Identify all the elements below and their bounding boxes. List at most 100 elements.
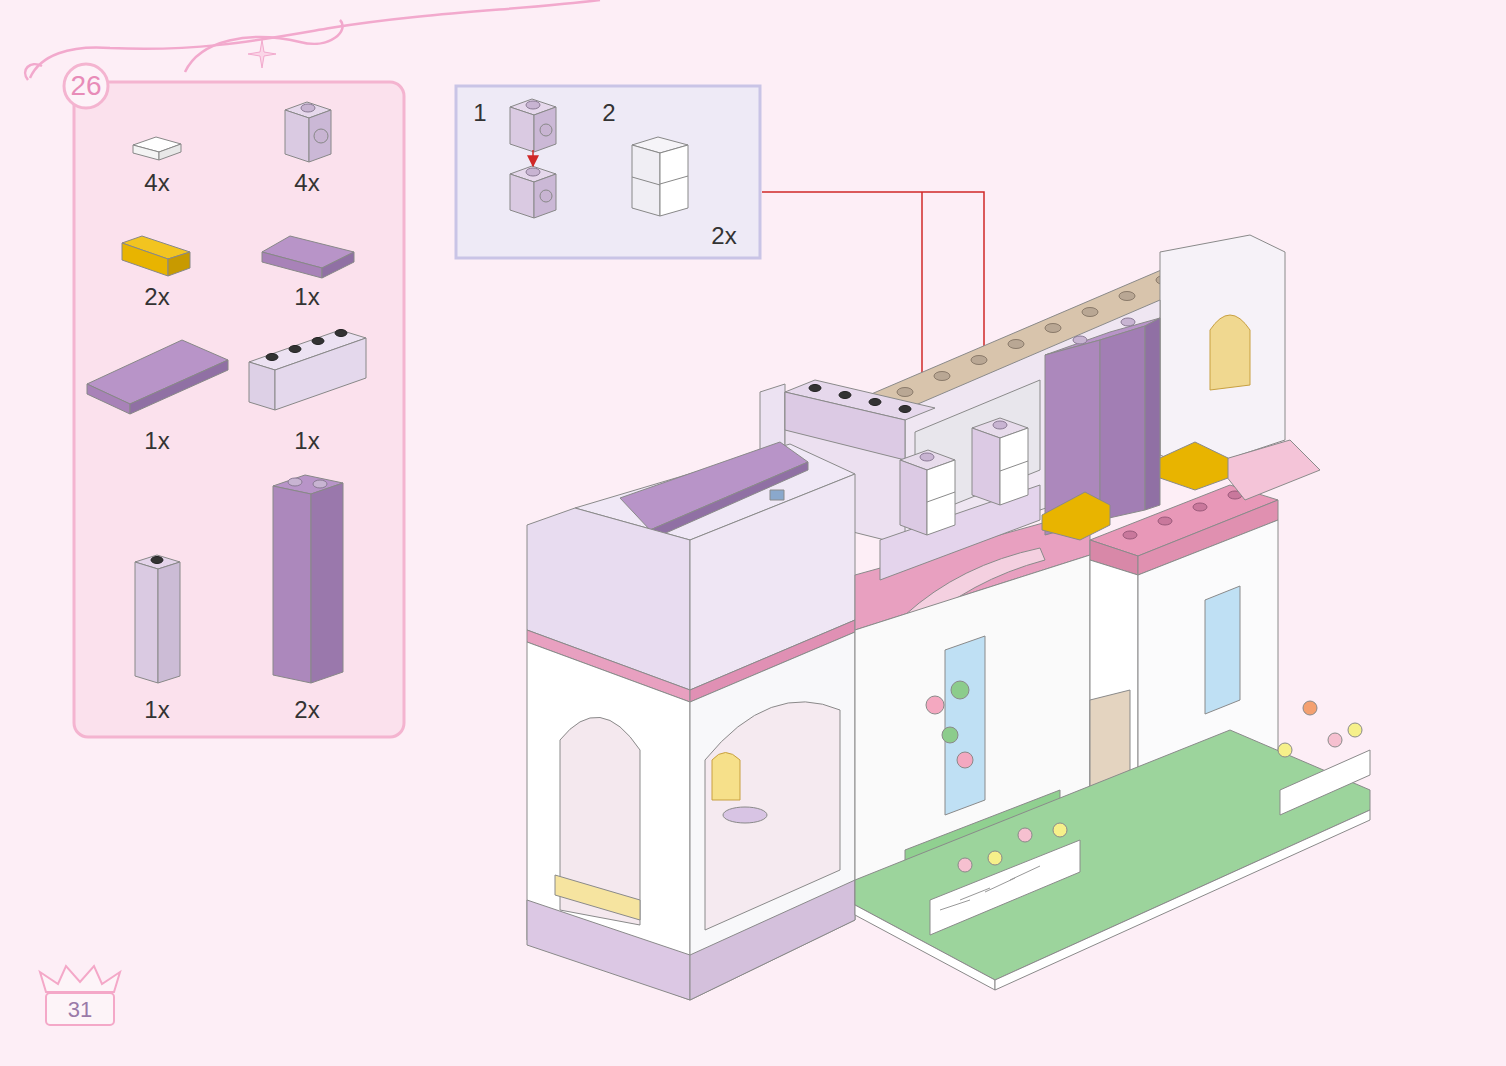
drawing-shape [957,752,973,768]
drawing-shape [301,104,315,112]
drawing-shape [1158,517,1172,525]
drawing-shape [262,252,322,278]
drawing-shape [934,372,950,381]
drawing-shape [534,107,556,152]
drawing-shape [1000,461,1028,471]
drawing-shape [972,428,1000,505]
drawing-shape [900,460,927,535]
drawing-shape [855,905,995,990]
part-count: 2x [294,698,319,722]
drawing-shape [660,145,688,216]
drawing-shape [940,866,1040,910]
drawing-shape [1073,336,1087,344]
drawing-shape [942,727,958,743]
drawing-shape [25,64,42,80]
drawing-shape [1053,823,1067,837]
decorative-swirl [25,0,600,80]
drawing-shape [1160,442,1228,490]
drawing-shape [723,807,767,823]
drawing-shape [288,478,302,486]
drawing-shape [40,966,120,992]
drawing-shape [632,145,660,216]
callout-box [456,86,760,258]
drawing-shape [275,338,366,410]
drawing-shape [1160,235,1285,470]
drawing-shape [926,696,944,714]
drawing-shape [1045,324,1061,333]
drawing-shape [869,399,881,406]
drawing-shape [1303,701,1317,715]
drawing-shape [151,557,163,564]
drawing-shape [285,110,309,162]
drawing-shape [809,385,821,392]
parts-panel [74,82,404,737]
drawing-shape [313,480,327,488]
part-count: 1x [144,698,169,722]
drawing-shape [1018,828,1032,842]
drawing-shape [1082,308,1098,317]
drawing-shape [920,453,934,461]
drawing-shape [185,20,343,72]
page-number-crown [40,966,120,1025]
drawing-shape [322,252,354,278]
drawing-shape [133,145,159,160]
substep-number: 1 [473,101,486,125]
drawing-shape [540,190,552,202]
subassembly-icons [510,99,688,218]
drawing-shape [995,810,1370,990]
drawing-shape [712,753,740,801]
drawing-shape [312,338,324,345]
drawing-shape [135,562,158,683]
drawing-shape [273,486,311,683]
drawing-shape [1193,503,1207,511]
part-icons [87,102,366,683]
drawing-shape [897,388,913,397]
drawing-shape [159,144,181,160]
drawing-shape [540,124,552,136]
drawing-shape [249,362,275,410]
step-number: 26 [70,72,101,100]
drawing-shape [951,681,969,699]
drawing-shape [168,252,190,276]
drawing-shape [87,384,130,414]
drawing-shape [30,0,600,78]
drawing-shape [534,174,556,218]
drawing-shape [1278,743,1292,757]
part-count: 1x [144,429,169,453]
drawing-shape [527,642,690,1000]
step-badge [64,64,108,108]
drawing-shape [1215,440,1320,500]
drawing-shape [510,107,534,152]
drawing-shape [1123,531,1137,539]
drawing-shape [526,101,540,109]
drawing-shape [839,392,851,399]
drawing-shape [1328,733,1342,747]
drawing-shape [930,840,1080,935]
drawing-shape [311,483,343,683]
drawing-shape [971,356,987,365]
drawing-shape [690,632,855,1000]
drawing-shape [1348,723,1362,737]
drawing-shape [314,129,328,143]
part-count: 4x [144,171,169,195]
drawing-shape [927,460,955,535]
part-count: 1x [294,285,319,309]
drawing-shape [770,490,784,500]
drawing-shape [899,406,911,413]
drawing-shape [46,993,114,1025]
drawing-shape [289,346,301,353]
drawing-shape [993,421,1007,429]
drawing-shape [1121,318,1135,326]
drawing-shape [1119,292,1135,301]
drawing-shape [1008,340,1024,349]
drawing-shape [988,851,1002,865]
drawing-shape [1042,492,1110,540]
drawing-shape [632,177,660,185]
drawing-shape [927,492,955,502]
part-count: 2x [711,224,736,248]
drawing-shape [1145,318,1160,510]
drawing-shape [1280,750,1370,815]
